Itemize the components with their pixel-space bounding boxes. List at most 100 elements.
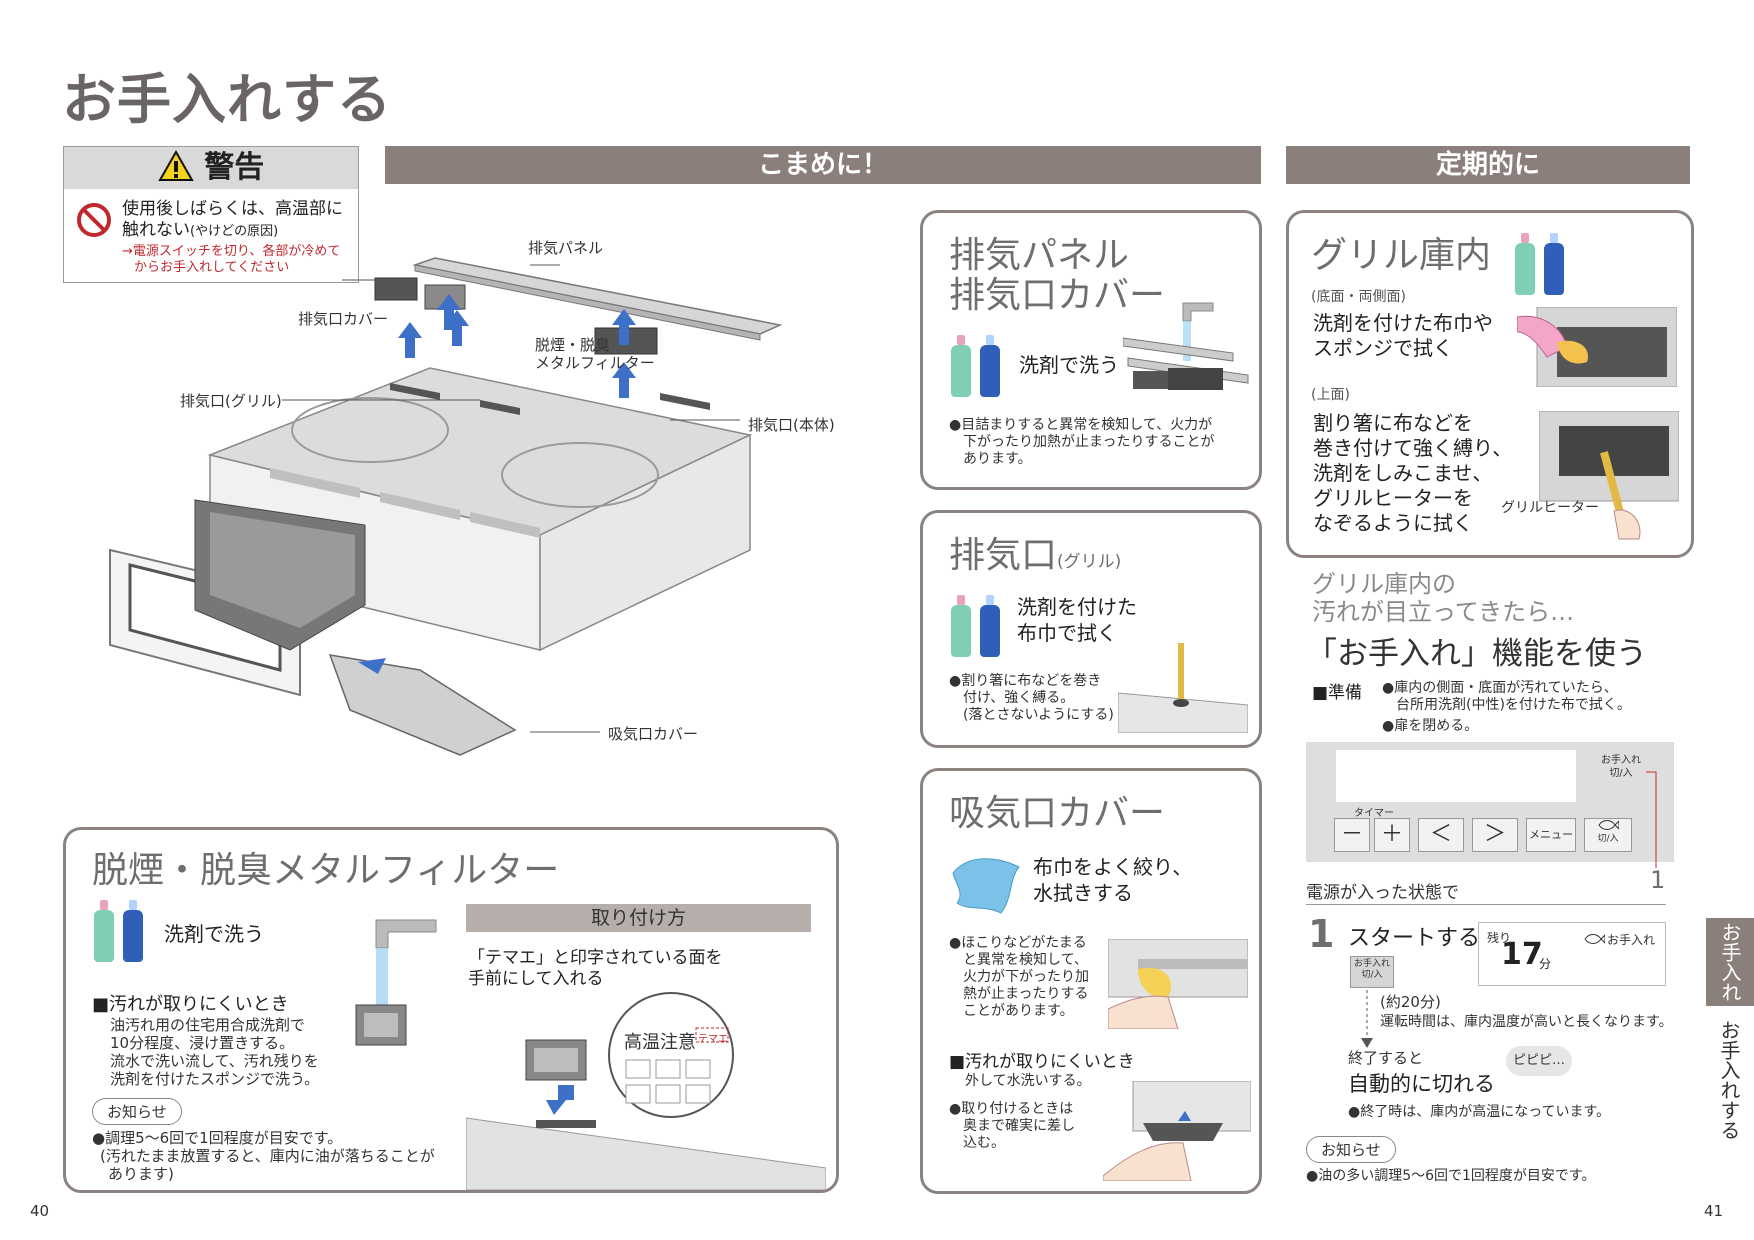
grill-inner-t4: グリルヒーターを — [1313, 486, 1473, 510]
right-button[interactable]: ＞ — [1472, 818, 1518, 852]
detergent-bottles-icon — [951, 335, 1001, 401]
grill-inner-t3: 洗剤をしみこませ、 — [1313, 461, 1493, 485]
grill-inner-t5: なぞるように拭く — [1313, 511, 1473, 535]
intake-note3: 火力が下がったり加 — [963, 969, 1089, 985]
intake-attach1: ●取り付けるときは — [949, 1101, 1074, 1117]
side-text: お手入れする — [1717, 1020, 1741, 1140]
label-exhaust-cover: 排気口カバー — [298, 310, 389, 328]
intake-cover-title: 吸気口カバー — [949, 793, 1166, 834]
install-text1: 「テマエ」と印字されている面を — [468, 948, 723, 968]
grill-inner-t2: 巻き付けて強く縛り、 — [1313, 436, 1513, 460]
chopstick-slot-illustration — [1118, 643, 1248, 733]
label-exhaust-body: 排気口(本体) — [748, 416, 835, 434]
exhaust-panel-title1: 排気パネル — [949, 235, 1130, 276]
grill-inner-t1: 割り箸に布などを — [1313, 411, 1473, 435]
page-number-left: 40 — [30, 1202, 50, 1220]
metal-filter-hard3: 流水で洗い流して、汚れ残りを — [110, 1052, 319, 1070]
install-text2: 手前にして入れる — [468, 969, 604, 989]
end-text1: 終了すると — [1348, 1049, 1424, 1067]
warning-line2-note: (やけどの原因) — [190, 224, 279, 239]
detergent-bottles-icon — [94, 900, 144, 966]
grill-exhaust-title: 排気口 — [949, 535, 1058, 576]
intake-note5: ことがあります。 — [963, 1003, 1074, 1019]
grill-inner-bs1: 洗剤を付けた布巾や — [1313, 311, 1493, 335]
exhaust-panel-note1: ●目詰まりすると異常を検知して、火力が — [949, 417, 1213, 433]
mode-label: お手入れ — [1607, 933, 1656, 947]
band-regular: 定期的に — [1286, 146, 1690, 184]
warning-heading-text: 警告 — [204, 150, 265, 185]
intake-note2: と異常を検知して、 — [963, 952, 1088, 968]
grill-inner-title: グリル庫内 — [1311, 235, 1492, 276]
grill-exhaust-box: 排気口(グリル) 洗剤を付けた 布巾で拭く ●割り箸に布などを巻き 付け、強く縛… — [920, 510, 1262, 748]
fish-icon — [1598, 819, 1620, 831]
control-panel: お手入れ 切/入 タイマー － ＋ ＜ ＞ メニュー 切/入 — [1306, 742, 1674, 868]
warning-note2: からお手入れしてください — [134, 260, 290, 275]
side-tab[interactable]: お手入れ — [1706, 918, 1754, 1006]
grill-inner-top: (上面) — [1311, 387, 1350, 403]
grill-inner-bottom-sides: (底面・両側面) — [1311, 289, 1406, 305]
grill-exhaust-title-sub: (グリル) — [1057, 552, 1122, 572]
approx-time: (約20分) — [1380, 993, 1441, 1011]
care-lead1: グリル庫内の — [1312, 570, 1456, 598]
callout-number: 1 — [1650, 866, 1666, 894]
install-heading: 取り付け方 — [466, 904, 811, 932]
prep-text2: 台所用洗剤(中性)を付けた布で拭く。 — [1396, 697, 1631, 713]
prep-text1: ●庫内の側面・底面が汚れていたら、 — [1382, 680, 1618, 696]
exhaust-panel-note2: 下がったり加熱が止まったりすることが — [963, 434, 1215, 450]
fish-grill-button[interactable]: 切/入 — [1584, 818, 1632, 852]
prohibited-icon — [77, 203, 111, 237]
metal-filter-notice1: ●調理5～6回で1回程度が目安です。 — [92, 1129, 343, 1147]
prep-label: ■準備 — [1312, 683, 1363, 703]
temae-label: テマエ — [698, 1034, 728, 1045]
metal-filter-box: 脱煙・脱臭メタルフィルター 洗剤で洗う ■汚れが取りにくいとき 油汚れ用の住宅用… — [63, 827, 839, 1193]
remain-display: 残り 17 分 お手入れ — [1478, 922, 1666, 986]
panel-care-button[interactable]: お手入れ 切/入 — [1601, 755, 1641, 779]
fish-grill-button-label: 切/入 — [1597, 834, 1619, 844]
step-number: 1 — [1308, 912, 1335, 956]
intake-hard-text: 外して水洗いする。 — [965, 1073, 1091, 1089]
page-title: お手入れする — [62, 68, 392, 131]
metal-filter-hard2: 10分程度、浸け置きする。 — [110, 1034, 295, 1052]
grill-heater-illustration — [1539, 411, 1679, 540]
timer-minus-button[interactable]: － — [1334, 818, 1370, 852]
care-notice-text: ●油の多い調理5～6回で1回程度が目安です。 — [1306, 1168, 1596, 1184]
menu-button[interactable]: メニュー — [1526, 818, 1576, 852]
intake-wring1: 布巾をよく絞り、 — [1033, 855, 1193, 879]
intake-attach-illustration — [1103, 1081, 1251, 1181]
intake-attach3: 込む。 — [963, 1135, 1005, 1151]
warning-triangle-icon — [158, 149, 194, 181]
grill-exhaust-note1: ●割り箸に布などを巻き — [949, 673, 1102, 689]
exhaust-panel-wash: 洗剤で洗う — [1019, 353, 1119, 377]
metal-filter-notice3: あります) — [108, 1165, 174, 1183]
metal-filter-hard-heading: ■汚れが取りにくいとき — [92, 994, 289, 1015]
power-state: 電源が入った状態で — [1306, 883, 1459, 903]
hot-label: 高温注意 — [624, 1032, 696, 1053]
grill-inner-box: グリル庫内 (底面・両側面) 洗剤を付けた布巾や スポンジで拭く (上面) 割り… — [1286, 210, 1694, 558]
exhaust-panel-title2: 排気口カバー — [949, 275, 1166, 316]
filter-install-illustration — [466, 992, 826, 1190]
care-notice: お知らせ — [1306, 1136, 1396, 1163]
remain-value: 17 — [1501, 937, 1543, 972]
faucet-parts-illustration — [1123, 302, 1249, 390]
label-intake-cover: 吸気口カバー — [608, 725, 699, 743]
callout-line — [1646, 771, 1657, 868]
grill-wipe-illustration — [1517, 307, 1677, 387]
metal-filter-wash: 洗剤で洗う — [164, 922, 264, 946]
metal-filter-notice: お知らせ — [92, 1098, 182, 1125]
intake-attach2: 奥まで確実に差し — [963, 1118, 1075, 1134]
metal-filter-notice2: (汚れたまま放置すると、庫内に油が落ちることが — [100, 1147, 435, 1165]
detergent-bottles-icon — [1515, 233, 1565, 299]
intake-wring2: 水拭きする — [1033, 881, 1133, 905]
warning-body: 使用後しばらくは、高温部に 触れない(やけどの原因) →電源スイッチを切り、各部… — [122, 199, 343, 276]
exhaust-panel-note3: あります。 — [963, 451, 1032, 467]
step-arrow — [1361, 990, 1373, 1048]
panel-display — [1336, 750, 1576, 802]
care-headline: 「お手入れ」機能を使う — [1306, 636, 1647, 672]
label-exhaust-panel: 排気パネル — [528, 239, 604, 257]
step-care-button[interactable]: お手入れ 切/入 — [1350, 956, 1394, 988]
left-button[interactable]: ＜ — [1418, 818, 1464, 852]
label-metal-filter-2: メタルフィルター — [535, 354, 655, 372]
timer-plus-button[interactable]: ＋ — [1374, 818, 1410, 852]
label-exhaust-grill: 排気口(グリル) — [180, 392, 282, 410]
exhaust-panel-box: 排気パネル 排気口カバー 洗剤で洗う ●目詰まりすると異常を検知して、火力が 下… — [920, 210, 1262, 490]
